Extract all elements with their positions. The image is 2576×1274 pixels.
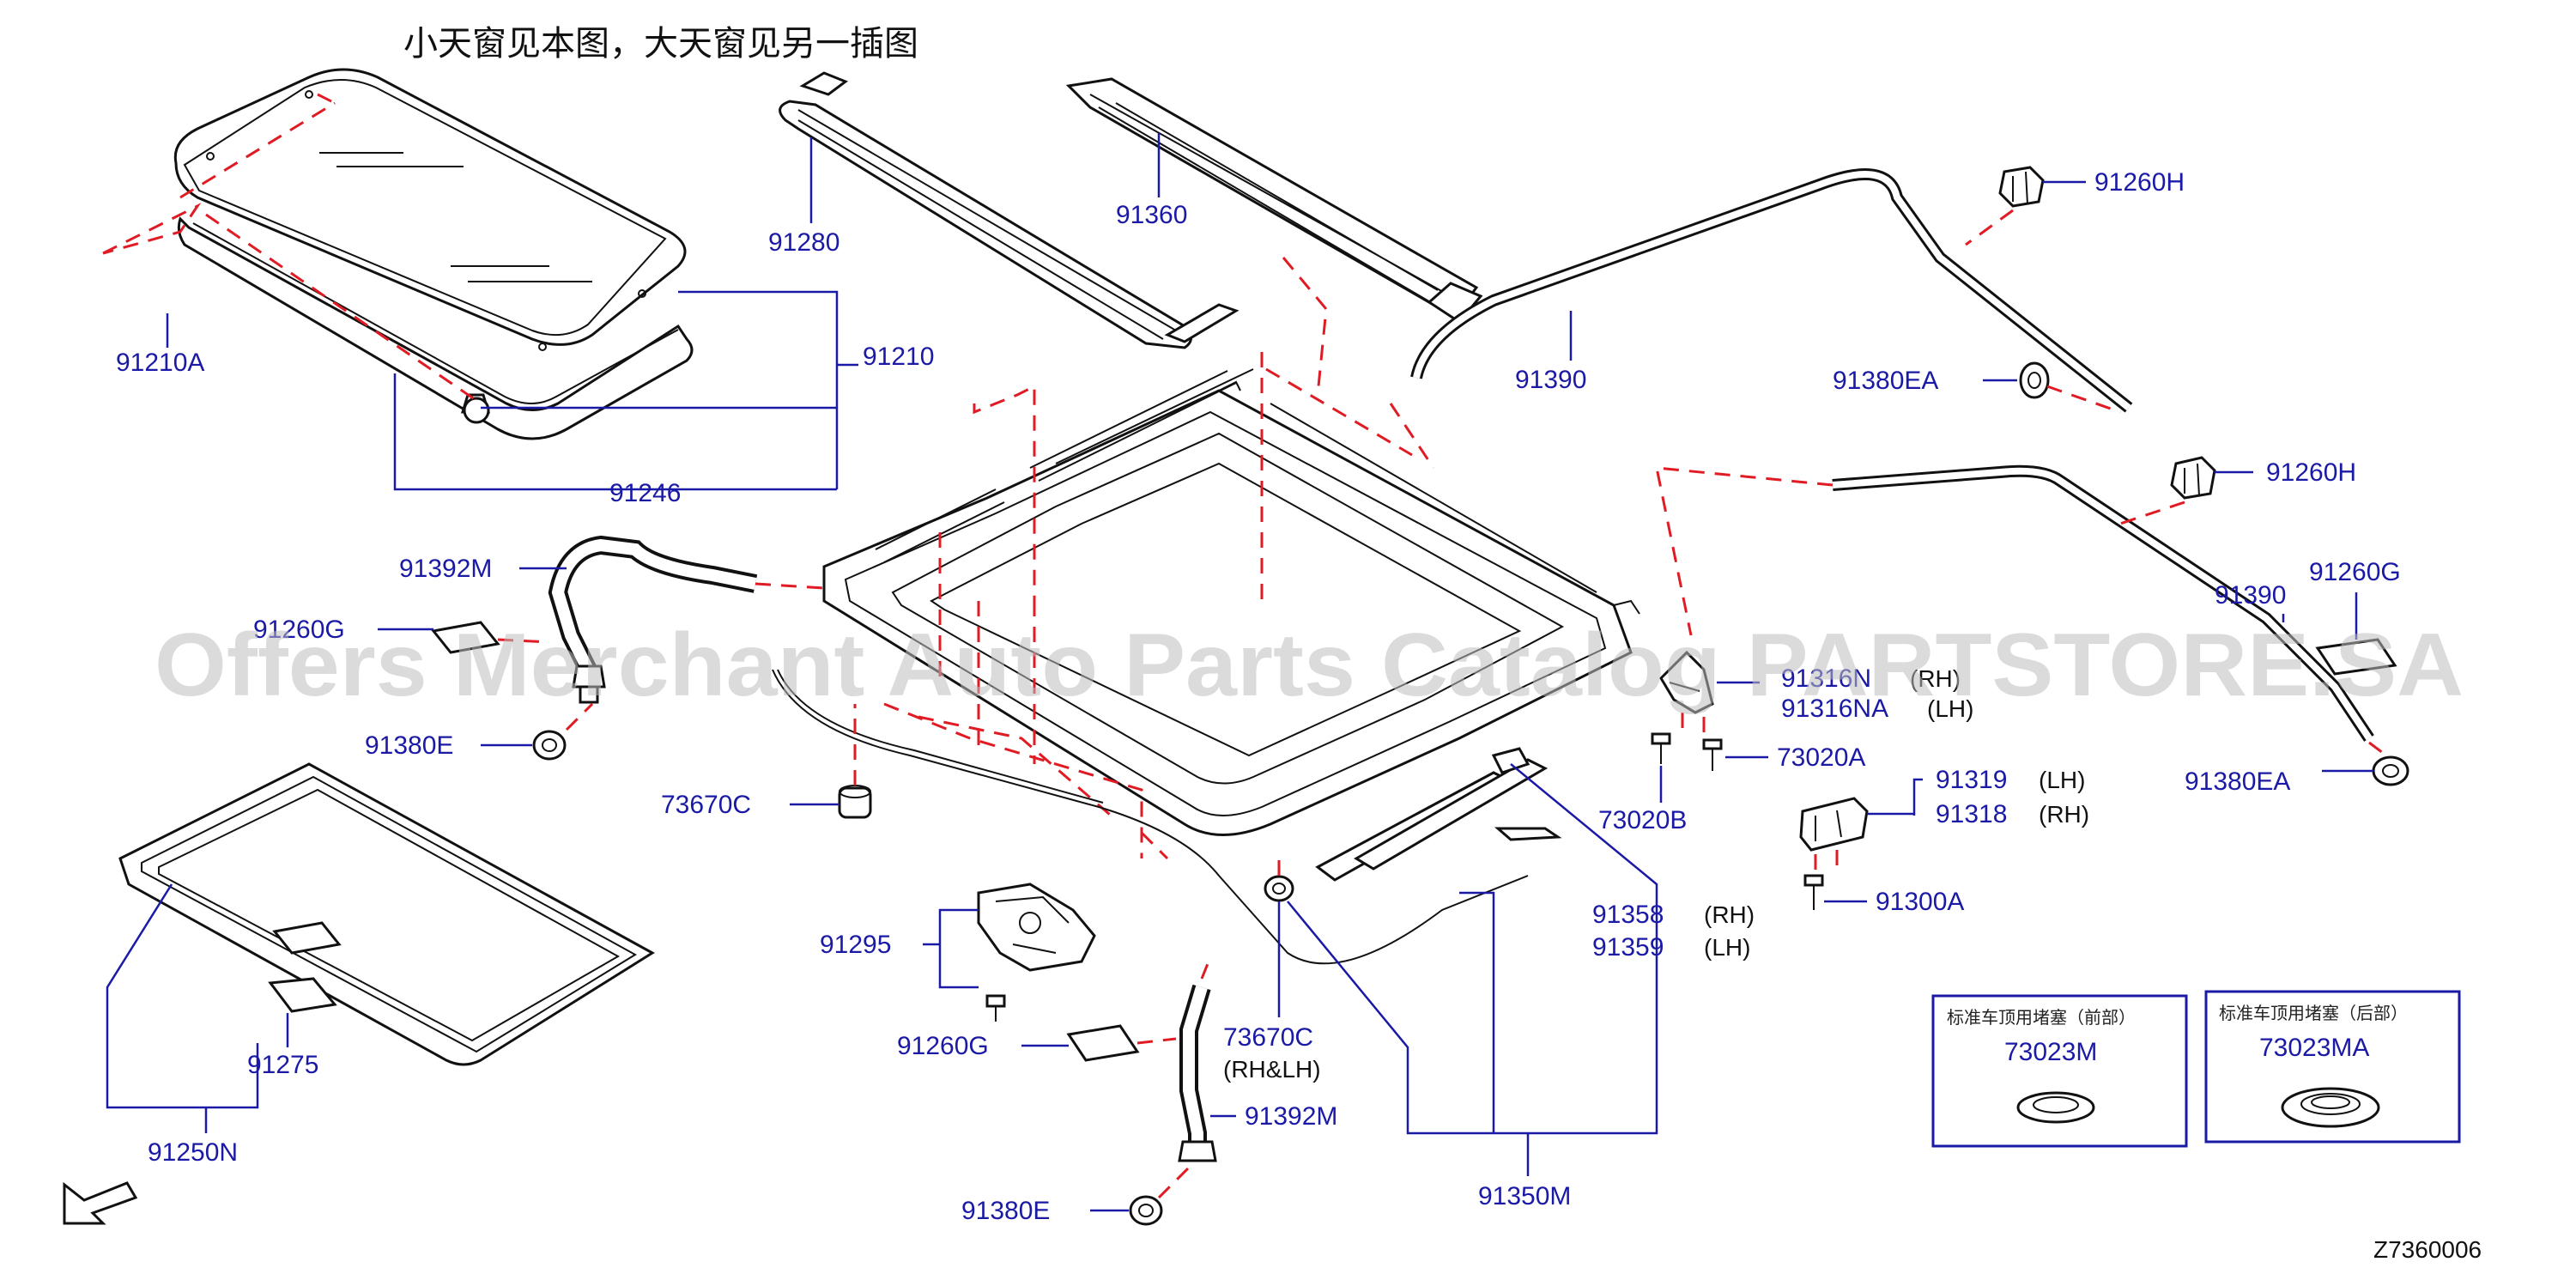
bracket-91316N (1659, 650, 1714, 714)
handle-91275 (268, 977, 337, 1013)
drain-hose-91392M-left (548, 535, 758, 704)
inset-plug-front: 标准车顶用堵塞（前部） 73023M (1931, 994, 2188, 1148)
drain-hose-91392M-lower (1178, 984, 1217, 1162)
label-91316NA: 91316NA (1781, 695, 1888, 723)
inset-front-caption: 标准车顶用堵塞（前部） (1947, 1007, 2136, 1028)
frame-guides (883, 257, 1435, 860)
cable-assy-91358-91359 (1315, 747, 1562, 882)
label-91318: 91318 (1936, 800, 2007, 828)
clip-91260H-lower (2170, 456, 2216, 500)
pad-91260G-left (431, 621, 500, 654)
screw-91300A (1803, 874, 1824, 910)
label-91316N: 91316N (1781, 664, 1871, 693)
label-91280: 91280 (768, 228, 839, 257)
screw-73020B (1651, 732, 1671, 764)
label-73670C-2: 73670C (1223, 1023, 1313, 1052)
inset-plug-rear: 标准车顶用堵塞（后部） 73023MA (2204, 990, 2461, 1144)
label-91358: 91358 (1592, 901, 1664, 929)
label-73020B: 73020B (1598, 806, 1687, 834)
drain-hose-seal-top-part (1410, 168, 2133, 413)
glass-panel-part (173, 68, 694, 440)
watermark-text: Offers Merchant Auto Parts Catalog PARTS… (155, 616, 2464, 715)
label-91392M-2: 91392M (1245, 1102, 1337, 1131)
screw-73020A (1702, 738, 1723, 771)
grommet-91380E-lower (1129, 1195, 1163, 1226)
label-91246: 91246 (609, 479, 681, 507)
label-91380EA-1: 91380EA (1833, 367, 1938, 395)
drain-hose-seal-right-part (1832, 464, 2374, 742)
glass-panel-guides (102, 93, 482, 405)
label-91380E-1: 91380E (365, 731, 453, 760)
stopper-73670C-right (1264, 875, 1294, 902)
qualifier-91358-rh: (RH) (1704, 901, 1755, 928)
label-91392M-1: 91392M (399, 555, 492, 583)
label-91260H-1: 91260H (2094, 168, 2185, 197)
wind-deflector-part (779, 71, 1240, 349)
label-91390-top: 91390 (1515, 366, 1586, 394)
label-73670C-1: 73670C (661, 791, 751, 819)
diagram-code: Z7360006 (2373, 1236, 2482, 1263)
rear-frame-rail-part (1065, 77, 1483, 324)
clip-91260H-upper (1998, 166, 2045, 208)
inset-rear-caption: 标准车顶用堵塞（后部） (2219, 1003, 2408, 1023)
qualifier-91316NA-lh: (LH) (1927, 695, 1973, 722)
stopper-73670C-left (838, 785, 872, 819)
grommet-91380E-upper (532, 730, 567, 761)
qualifier-91318-rh: (RH) (2039, 801, 2089, 828)
qualifier-91319-lh: (LH) (2039, 767, 2085, 793)
pad-91260G-bottom (1066, 1024, 1140, 1062)
bracket-91318-91319 (1799, 797, 1869, 852)
label-91260G-bottom: 91260G (897, 1032, 989, 1060)
label-91380EA-2: 91380EA (2185, 767, 2290, 796)
label-91210A: 91210A (116, 349, 204, 377)
pad-91260G-right (2315, 638, 2397, 676)
label-91260G-right: 91260G (2309, 558, 2401, 586)
label-91350M: 91350M (1478, 1182, 1571, 1210)
label-91390-right: 91390 (2215, 581, 2286, 610)
label-91210: 91210 (863, 343, 934, 371)
sunshade-assembly-part (118, 762, 655, 1066)
qualifier-91316N-rh: (RH) (1910, 665, 1961, 692)
grommet-91380EA-lower (2372, 755, 2409, 786)
label-91275: 91275 (247, 1051, 318, 1079)
screw-motor (985, 994, 1006, 1022)
arrow-down-left-icon (63, 1181, 138, 1225)
label-91360: 91360 (1116, 201, 1187, 229)
label-73020A: 73020A (1777, 743, 1865, 772)
qualifier-91359-lh: (LH) (1704, 934, 1750, 961)
label-91300A: 91300A (1876, 888, 1964, 916)
header-note: 小天窗见本图，大天窗见另一插图 (403, 24, 918, 64)
qualifier-73670C-rhlh: (RH&LH) (1223, 1056, 1321, 1083)
label-91319: 91319 (1936, 766, 2007, 794)
sunroof-motor-part (977, 883, 1096, 972)
label-91250N: 91250N (148, 1138, 238, 1167)
label-91260H-2: 91260H (2266, 458, 2356, 487)
label-91260G-left: 91260G (253, 616, 345, 644)
grommet-91380EA-upper (2019, 361, 2050, 399)
sunroof-frame-part (822, 368, 1640, 836)
label-91359: 91359 (1592, 933, 1664, 962)
label-73023M: 73023M (2004, 1038, 2097, 1066)
label-73023MA: 73023MA (2259, 1034, 2369, 1062)
label-91295: 91295 (820, 931, 891, 959)
label-91380E-2: 91380E (961, 1197, 1050, 1225)
